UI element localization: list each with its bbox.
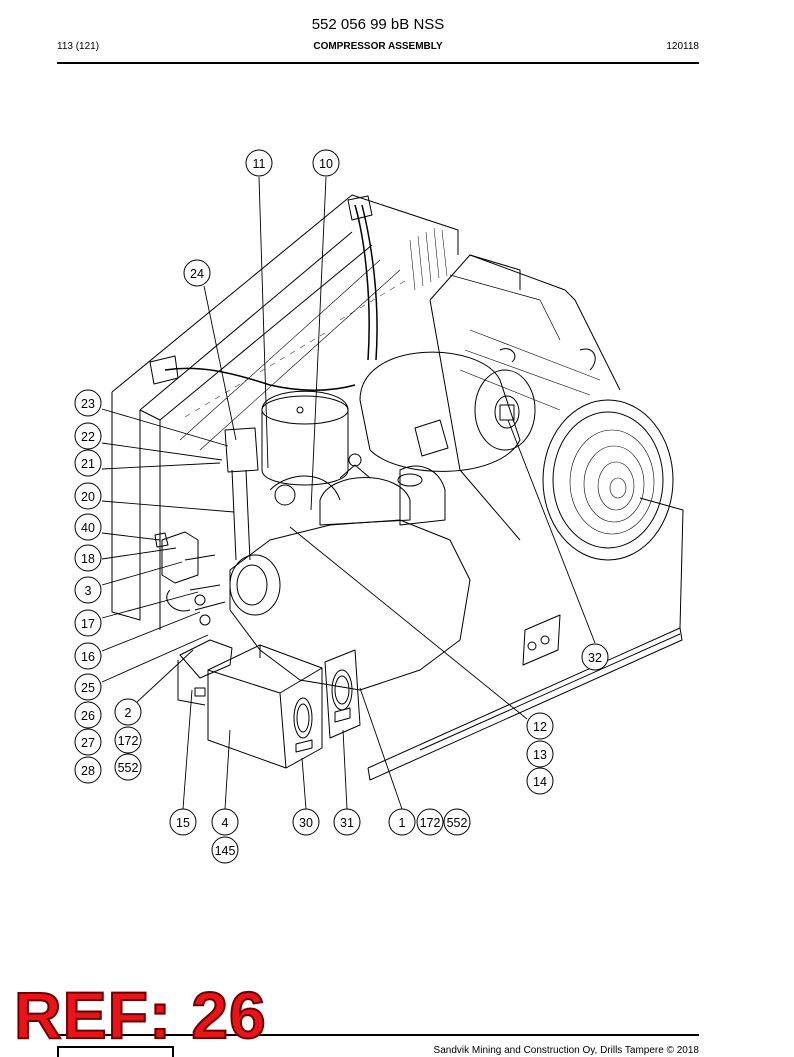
callout-11: 11: [245, 149, 273, 177]
solenoid-valve: [161, 531, 199, 584]
svg-text:24: 24: [190, 267, 204, 281]
callout-32: 32: [581, 643, 609, 671]
callout-15: 15: [169, 808, 197, 836]
svg-text:18: 18: [81, 552, 95, 566]
footer-copyright: Sandvik Mining and Construction Oy, Dril…: [433, 1045, 699, 1056]
svg-text:145: 145: [215, 844, 236, 858]
svg-text:28: 28: [81, 764, 95, 778]
svg-text:2: 2: [125, 706, 132, 720]
compressor-block: [229, 519, 471, 691]
svg-text:26: 26: [81, 709, 95, 723]
callout-4: 4: [211, 808, 239, 836]
callout-23: 23: [74, 389, 102, 417]
callout-22: 22: [74, 422, 102, 450]
page-number: 113 (121): [57, 41, 100, 52]
pressure-switch-box: [207, 644, 323, 769]
callout-18: 18: [74, 544, 102, 572]
svg-text:12: 12: [533, 720, 547, 734]
footer-rule: [57, 1034, 699, 1036]
svg-text:3: 3: [85, 584, 92, 598]
motor-fan-grille: [569, 429, 655, 535]
callout-552-left: 552: [114, 753, 142, 781]
svg-text:14: 14: [533, 775, 547, 789]
callout-26: 26: [74, 701, 102, 729]
leader-lines: [101, 176, 596, 810]
callout-17: 17: [74, 609, 102, 637]
callout-25: 25: [74, 673, 102, 701]
callout-28: 28: [74, 756, 102, 784]
svg-text:1: 1: [399, 816, 406, 830]
callout-552-bottom: 552: [443, 808, 471, 836]
section-title: COMPRESSOR ASSEMBLY: [313, 41, 443, 52]
cooler-fins: [184, 227, 448, 418]
svg-text:552: 552: [447, 816, 468, 830]
callout-16: 16: [74, 642, 102, 670]
callout-13: 13: [526, 740, 554, 768]
header-rule: [57, 62, 699, 64]
svg-text:22: 22: [81, 430, 95, 444]
base-frame: [367, 497, 684, 781]
svg-text:4: 4: [222, 816, 229, 830]
svg-text:172: 172: [420, 816, 441, 830]
callout-30: 30: [292, 808, 320, 836]
callout-12: 12: [526, 712, 554, 740]
callout-2: 2: [114, 698, 142, 726]
callout-27: 27: [74, 728, 102, 756]
callout-24: 24: [183, 259, 211, 287]
svg-text:21: 21: [81, 457, 95, 471]
hose: [354, 204, 378, 361]
svg-text:27: 27: [81, 736, 95, 750]
svg-text:32: 32: [588, 651, 602, 665]
callout-14: 14: [526, 767, 554, 795]
svg-text:40: 40: [81, 521, 95, 535]
cooler-housing: [111, 194, 459, 621]
callout-21: 21: [74, 449, 102, 477]
document-code: 120118: [666, 41, 699, 52]
callout-20: 20: [74, 482, 102, 510]
svg-text:16: 16: [81, 650, 95, 664]
electric-motor: [429, 254, 621, 541]
svg-text:25: 25: [81, 681, 95, 695]
document-number: 552 056 99 bB NSS: [311, 16, 445, 33]
callout-1: 1: [388, 808, 416, 836]
svg-text:552: 552: [118, 761, 139, 775]
svg-text:10: 10: [319, 157, 333, 171]
air-filter: [359, 351, 521, 472]
svg-text:17: 17: [81, 617, 95, 631]
assembly-linework: [111, 194, 684, 781]
svg-text:23: 23: [81, 397, 95, 411]
callout-31: 31: [333, 808, 361, 836]
callout-3: 3: [74, 576, 102, 604]
svg-text:13: 13: [533, 748, 547, 762]
svg-text:172: 172: [118, 734, 139, 748]
svg-text:20: 20: [81, 490, 95, 504]
callout-145: 145: [211, 836, 239, 864]
svg-text:11: 11: [253, 157, 266, 171]
svg-text:31: 31: [340, 816, 354, 830]
callout-10: 10: [312, 149, 340, 177]
gauge-panel: [324, 649, 361, 739]
callout-172-left: 172: [114, 726, 142, 754]
reference-stamp: REF: 26: [13, 978, 267, 1052]
svg-text:30: 30: [299, 816, 313, 830]
separator-tank: [261, 390, 349, 486]
callout-172-bottom: 172: [416, 808, 444, 836]
svg-text:15: 15: [176, 816, 190, 830]
callout-40: 40: [74, 513, 102, 541]
sandvik-logo: [57, 1046, 174, 1057]
